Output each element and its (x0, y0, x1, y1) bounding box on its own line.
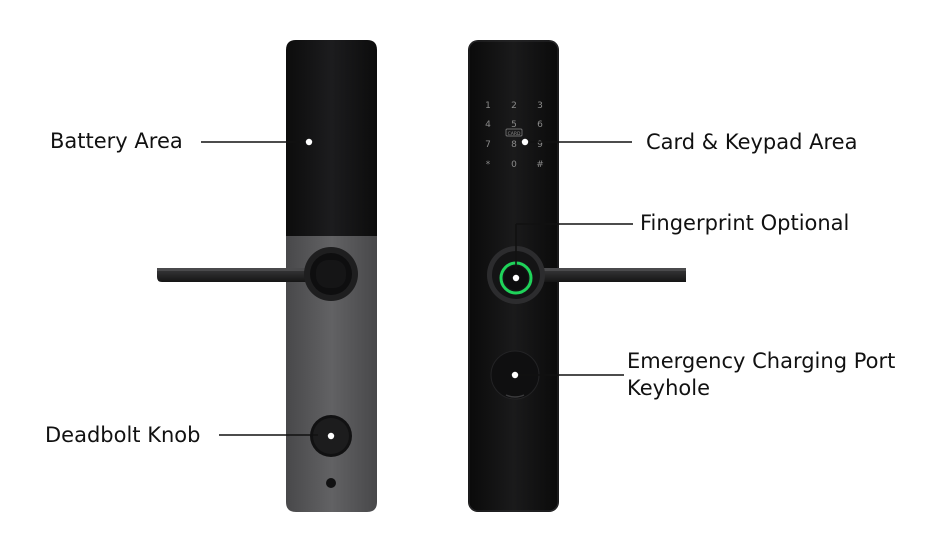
keypad-key: 4 (485, 120, 491, 130)
keypad-key: 2 (511, 101, 517, 111)
interior-lock-panel (157, 40, 377, 512)
card-reader-label: CARD (508, 131, 521, 137)
keypad-key: 3 (537, 101, 543, 111)
card-reader-icon (505, 128, 523, 137)
mounting-hole (326, 478, 336, 488)
interior-lever-handle (157, 268, 312, 282)
keypad: 1 2 3 4 5 6 7 8 9 * 0 # (485, 101, 544, 170)
label-deadbolt-knob: Deadbolt Knob (45, 423, 201, 447)
keypad-key: 9 (537, 140, 543, 150)
callout-leaders (201, 141, 633, 436)
callout-dot (305, 138, 313, 146)
keypad-key: 6 (537, 120, 543, 130)
battery-cover (286, 40, 377, 236)
label-battery-area: Battery Area (50, 129, 183, 153)
keypad-key: 0 (511, 160, 517, 170)
label-emergency-charging-port: Emergency Charging Port (627, 349, 896, 373)
callout-dot (521, 138, 529, 146)
callout-dot (511, 371, 519, 379)
keypad-key: * (486, 160, 491, 170)
label-keyhole: Keyhole (627, 376, 710, 400)
keypad-key: # (536, 160, 544, 170)
callout-dot (327, 432, 335, 440)
exterior-lever-handle (535, 268, 686, 282)
keypad-key: 5 (511, 120, 517, 130)
keypad-key: 8 (511, 140, 517, 150)
keypad-key: 7 (485, 140, 491, 150)
label-fingerprint-optional: Fingerprint Optional (640, 211, 850, 235)
keypad-key: 1 (485, 101, 491, 111)
interior-grey-section (286, 230, 377, 512)
callout-dot (512, 274, 520, 282)
callout-dots (305, 138, 529, 440)
label-card-keypad-area: Card & Keypad Area (646, 130, 858, 154)
exterior-lock-panel: 1 2 3 4 5 6 7 8 9 * 0 # CARD (468, 40, 686, 512)
